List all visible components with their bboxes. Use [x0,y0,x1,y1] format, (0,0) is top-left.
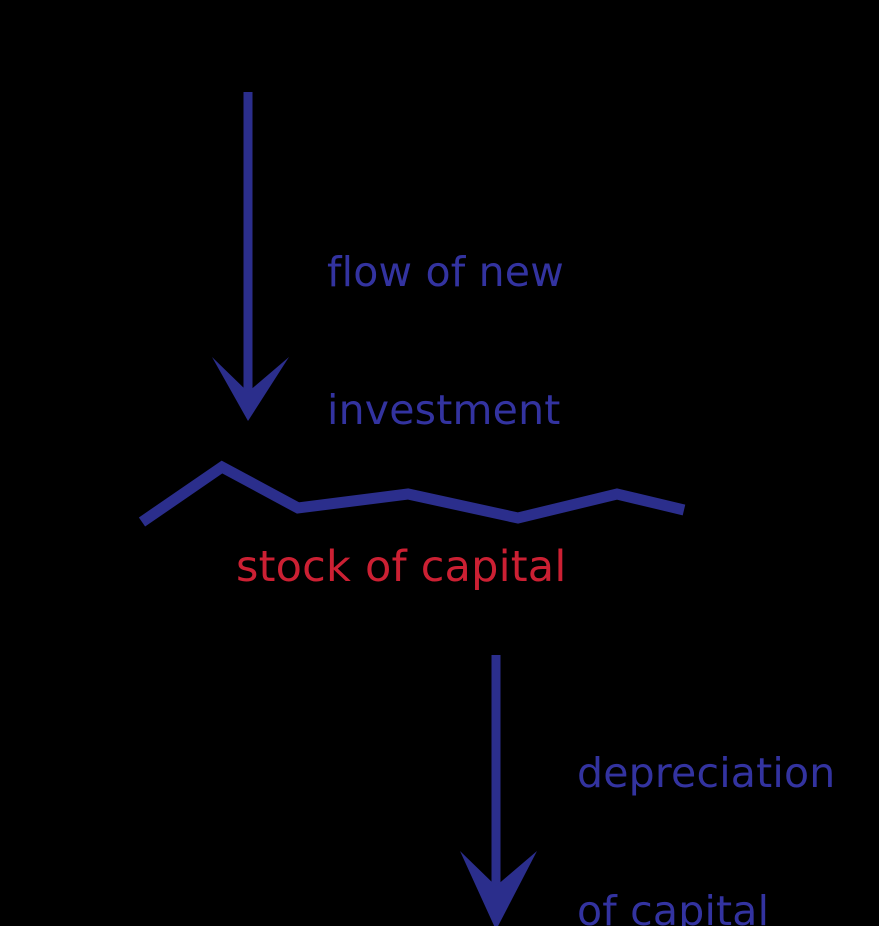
flow-of-new-investment-arrow [212,92,289,421]
inflow-arrowhead [212,357,289,421]
depreciation-of-capital-label: depreciation of capital [577,659,835,926]
flow-of-new-investment-label-line1: flow of new [327,247,564,296]
stock-of-capital-label: stock of capital [236,542,567,592]
depreciation-of-capital-arrow [460,655,537,926]
outflow-arrow-shaft [491,655,501,886]
outflow-arrowhead [460,851,537,926]
flow-of-new-investment-label: flow of new investment [327,158,564,525]
depreciation-of-capital-label-line1: depreciation [577,748,836,797]
depreciation-of-capital-label-line2: of capital [577,886,770,926]
stock-of-capital-line [138,460,686,527]
flow-of-new-investment-label-line2: investment [327,385,561,434]
inflow-arrow-shaft [243,92,253,392]
